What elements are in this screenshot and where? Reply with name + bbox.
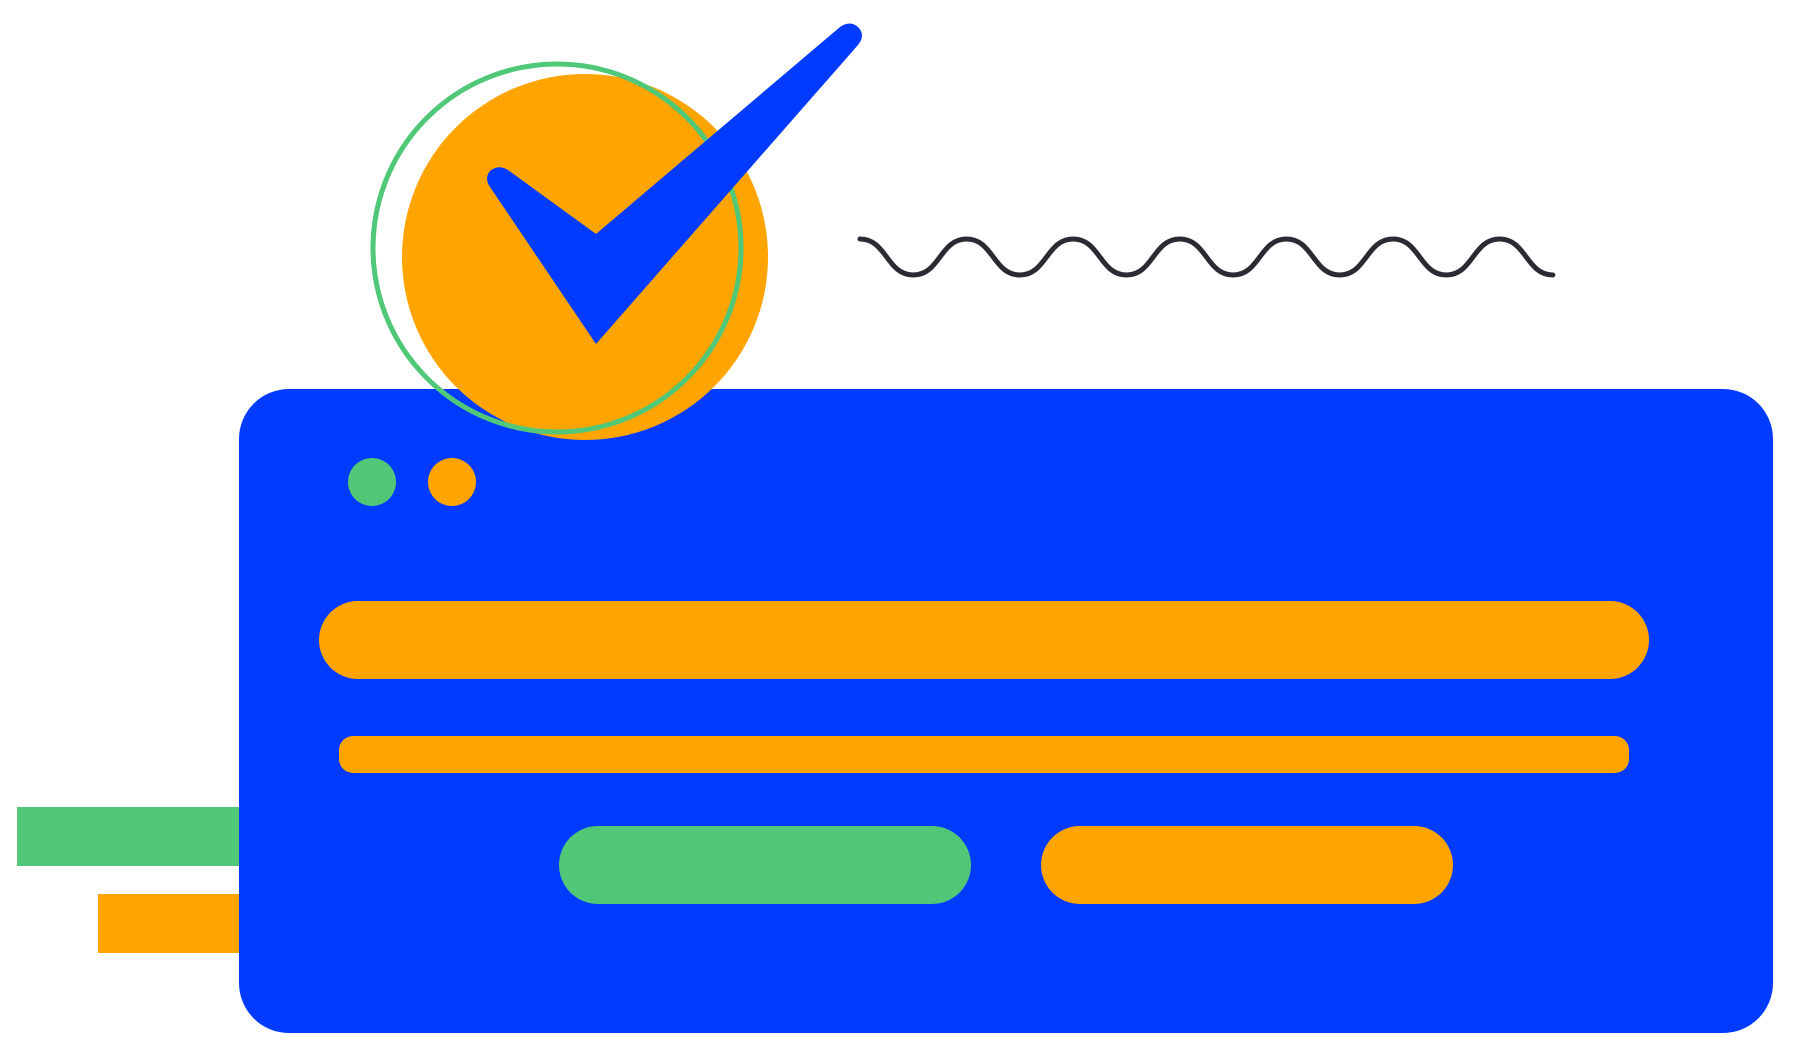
browser-window (239, 389, 1773, 1033)
badge-ring (370, 61, 744, 435)
green-accent-bar (17, 807, 257, 866)
badge-circle (402, 74, 768, 440)
secondary-button[interactable] (1041, 826, 1453, 904)
window-dot-orange[interactable] (428, 458, 476, 506)
content-line-secondary (339, 736, 1629, 773)
confirm-button[interactable] (559, 826, 971, 904)
window-dot-green[interactable] (348, 458, 396, 506)
content-line-primary (319, 601, 1649, 679)
checkmark-icon (487, 23, 862, 344)
squiggle-line-icon (857, 236, 1556, 278)
